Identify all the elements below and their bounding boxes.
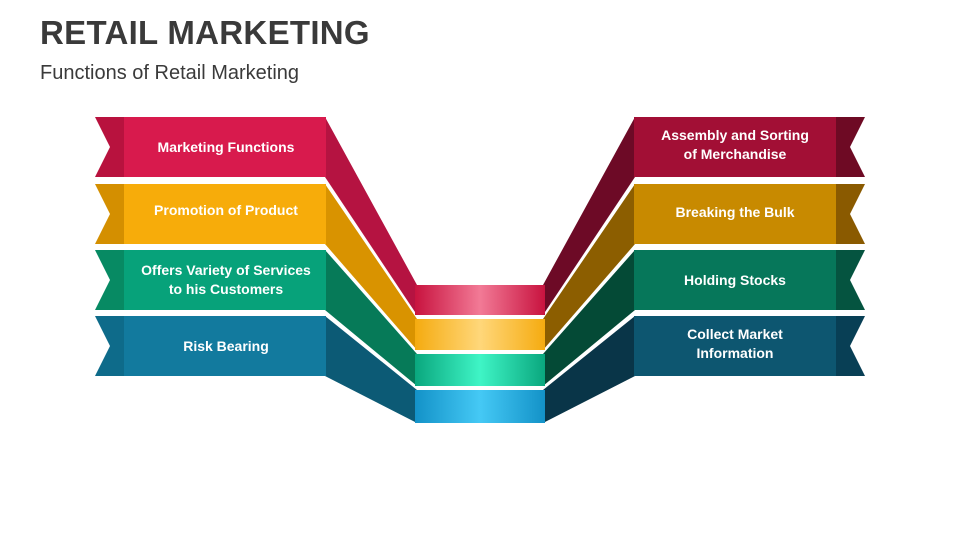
ribbon-face-left: [124, 117, 326, 177]
ribbon-fold-left: [325, 117, 417, 315]
label-breaking-the-bulk: Breaking the Bulk: [675, 203, 795, 220]
label-offers-variety-of-services: Offers Variety of Services to his Custom…: [141, 262, 311, 297]
ribbon-face-left: [124, 184, 326, 244]
ribbon-tail-left: [95, 250, 125, 310]
ribbon-face-right: [634, 316, 836, 376]
page-title: RETAIL MARKETING: [40, 14, 370, 51]
ribbon-fold-left: [325, 316, 417, 423]
ribbon-face-right: [634, 184, 836, 244]
label-promotion-of-product: Promotion of Product: [154, 201, 298, 218]
ribbon-tail-right: [835, 316, 865, 376]
ribbon-face-left: [124, 250, 326, 310]
ribbon-fold-right: [543, 250, 635, 386]
label-risk-bearing: Risk Bearing: [183, 337, 269, 354]
ribbon-tail-right: [835, 184, 865, 244]
ribbon-tail-left: [95, 184, 125, 244]
label-collect-market-information: Collect Market Information: [687, 326, 783, 361]
ribbon-center: [415, 319, 545, 350]
ribbon-row-2: [95, 184, 865, 350]
label-marketing-functions: Marketing Functions: [157, 138, 295, 155]
ribbon-center: [415, 285, 545, 315]
ribbon-tail-right: [835, 250, 865, 310]
ribbon-fold-left: [325, 250, 417, 386]
ribbon-tail-left: [95, 117, 125, 177]
page-subtitle: Functions of Retail Marketing: [40, 62, 300, 84]
ribbon-tail-left: [95, 316, 125, 376]
ribbon-fold-right: [543, 117, 635, 315]
ribbon-face-right: [634, 117, 836, 177]
ribbon-face-left: [124, 316, 326, 376]
ribbon-tail-right: [835, 117, 865, 177]
ribbon-fold-left: [325, 184, 417, 350]
ribbon-fold-right: [543, 316, 635, 423]
ribbon-row-4: [95, 316, 865, 423]
label-holding-stocks: Holding Stocks: [684, 271, 786, 288]
ribbon-row-1: [95, 117, 865, 315]
ribbon-row-3: [95, 250, 865, 386]
ribbon-center: [415, 390, 545, 423]
ribbon-face-right: [634, 250, 836, 310]
ribbon-fold-right: [543, 184, 635, 350]
ribbon-center: [415, 354, 545, 386]
label-assembly-and-sorting: Assembly and Sorting of Merchandise: [661, 127, 809, 162]
